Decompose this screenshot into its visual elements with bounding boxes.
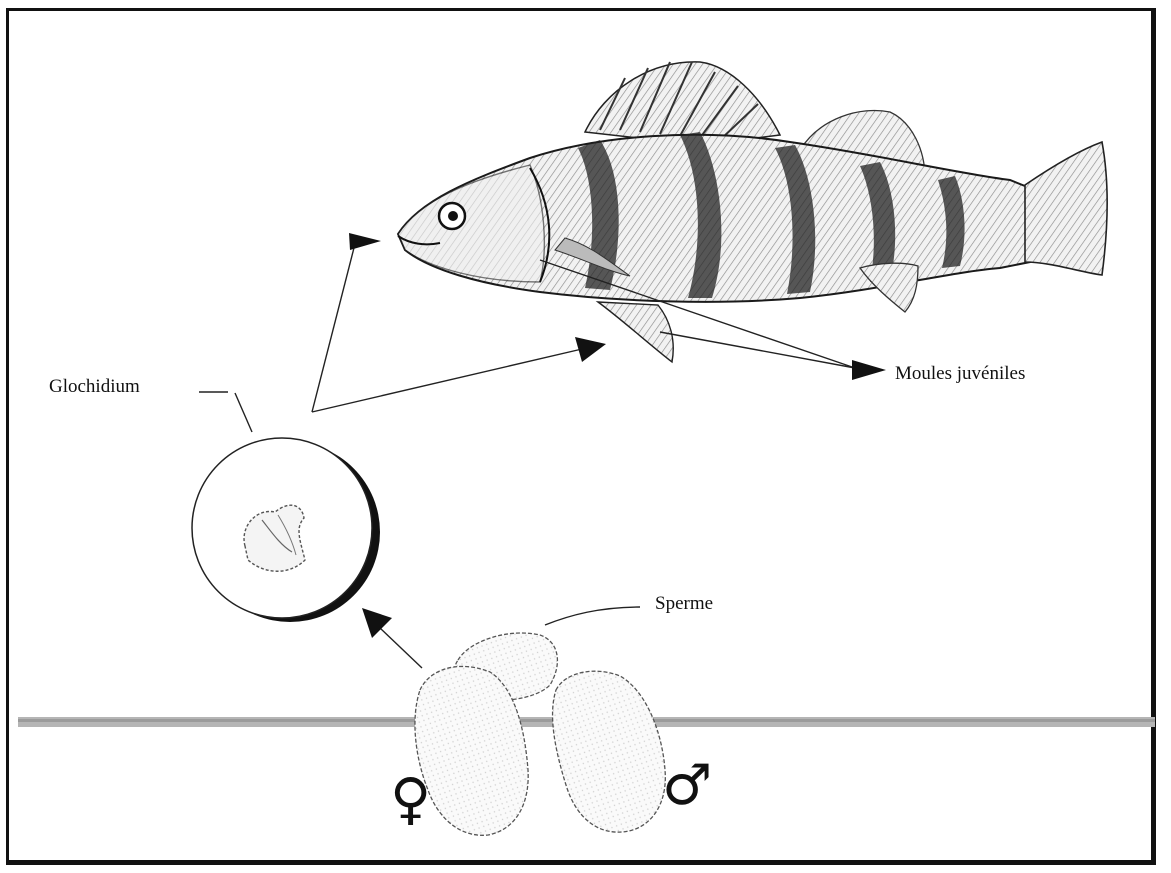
arrowhead-to-gills xyxy=(349,233,381,250)
perch-fish-illustration xyxy=(398,62,1107,362)
mussels-illustration xyxy=(415,633,665,835)
juvenile-mussels-label: Moules juvéniles xyxy=(895,363,1025,385)
sperm-leader-line xyxy=(545,607,640,625)
arrowhead-to-glochidium xyxy=(362,608,392,638)
glochidium-illustration xyxy=(192,438,380,622)
female-symbol-icon: ♀ xyxy=(390,772,431,828)
arrowhead-to-fins xyxy=(575,337,606,362)
sperm-label: Sperme xyxy=(655,593,713,615)
arrow-mussel-to-glochidium xyxy=(380,628,422,668)
arrowhead-juveniles xyxy=(852,360,886,380)
male-symbol-icon: ♂ xyxy=(662,758,712,814)
glochidium-label: Glochidium xyxy=(49,376,140,398)
